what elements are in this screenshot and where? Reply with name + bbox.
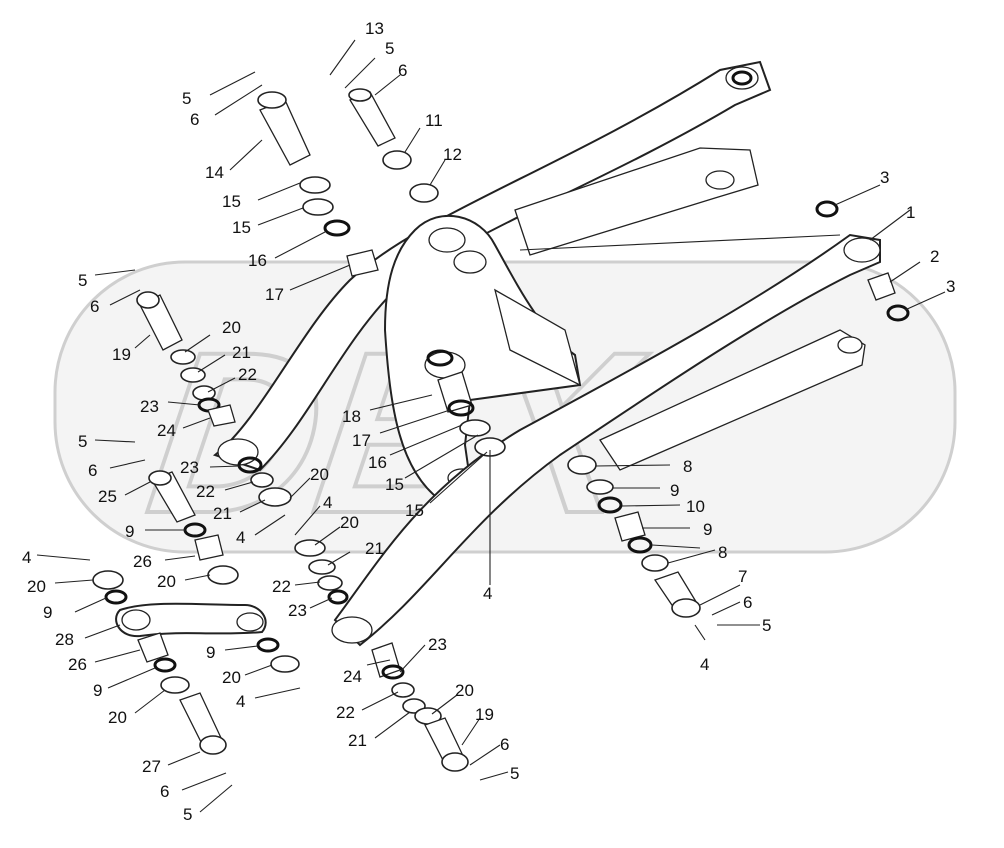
callout-label: 24 xyxy=(343,667,362,686)
callout-label: 21 xyxy=(213,504,232,523)
callout-label: 20 xyxy=(455,681,474,700)
callout-label: 8 xyxy=(683,457,692,476)
callout-label: 3 xyxy=(880,168,889,187)
exploded-parts xyxy=(92,88,910,772)
callout-label: 20 xyxy=(310,465,329,484)
callout-label: 5 xyxy=(78,432,87,451)
callout-label: 16 xyxy=(248,251,267,270)
callout-label: 6 xyxy=(743,593,752,612)
callout-label: 24 xyxy=(157,421,176,440)
callout-label: 25 xyxy=(98,487,117,506)
callout-label: 6 xyxy=(398,61,407,80)
callout-label: 28 xyxy=(55,630,74,649)
callout-label: 9 xyxy=(93,681,102,700)
callout-label: 23 xyxy=(140,397,159,416)
callout-label: 18 xyxy=(342,407,361,426)
callout-label: 15 xyxy=(405,501,424,520)
callout-label: 20 xyxy=(222,668,241,687)
callout-label: 6 xyxy=(500,735,509,754)
callout-label: 5 xyxy=(183,805,192,824)
callout-label: 5 xyxy=(762,616,771,635)
callout-label: 4 xyxy=(22,548,31,567)
callout-label: 2 xyxy=(930,247,939,266)
callout-label: 11 xyxy=(425,111,443,130)
bell-crank xyxy=(383,214,582,502)
callout-label: 20 xyxy=(108,708,127,727)
callout-label: 6 xyxy=(160,782,169,801)
callout-label: 21 xyxy=(232,343,251,362)
callout-label: 22 xyxy=(196,482,215,501)
callout-label: 15 xyxy=(222,192,241,211)
callout-label: 20 xyxy=(340,513,359,532)
callout-label: 4 xyxy=(236,528,245,547)
callout-label: 14 xyxy=(205,163,224,182)
callout-label: 12 xyxy=(443,145,462,164)
cylinder-top xyxy=(514,147,841,256)
callout-label: 23 xyxy=(288,601,307,620)
callout-label: 22 xyxy=(272,577,291,596)
callout-label: 1 xyxy=(906,203,915,222)
callout-label: 17 xyxy=(265,285,284,304)
callout-label: 20 xyxy=(157,572,176,591)
callout-label: 21 xyxy=(365,539,384,558)
callout-label: 23 xyxy=(428,635,447,654)
callout-label: 6 xyxy=(190,110,199,129)
callout-label: 4 xyxy=(323,493,332,512)
callout-label: 6 xyxy=(90,297,99,316)
callout-label: 8 xyxy=(718,543,727,562)
lower-link xyxy=(115,602,267,638)
callout-label: 4 xyxy=(700,655,709,674)
callout-label: 13 xyxy=(365,19,384,38)
callout-label: 22 xyxy=(336,703,355,722)
callout-label: 9 xyxy=(125,522,134,541)
callouts: 5 6 13 5 6 11 12 14 15 15 16 17 3 1 2 3 … xyxy=(22,19,955,824)
callout-label: 19 xyxy=(475,705,494,724)
callout-label: 10 xyxy=(686,497,705,516)
callout-label: 5 xyxy=(78,271,87,290)
callout-label: 6 xyxy=(88,461,97,480)
callout-label: 26 xyxy=(133,552,152,571)
callout-label: 21 xyxy=(348,731,367,750)
callout-label: 20 xyxy=(27,577,46,596)
callout-label: 15 xyxy=(385,475,404,494)
callout-label: 4 xyxy=(236,692,245,711)
callout-label: 3 xyxy=(946,277,955,296)
callout-label: 17 xyxy=(352,431,371,450)
cylinder-lower xyxy=(599,329,866,471)
callout-label: 16 xyxy=(368,453,387,472)
callout-label: 20 xyxy=(222,318,241,337)
callout-label: 7 xyxy=(738,567,747,586)
callout-label: 9 xyxy=(43,603,52,622)
callout-label: 23 xyxy=(180,458,199,477)
callout-label: 19 xyxy=(112,345,131,364)
callout-label: 5 xyxy=(182,89,191,108)
callout-label: 22 xyxy=(238,365,257,384)
callout-label: 9 xyxy=(703,520,712,539)
callout-label: 9 xyxy=(206,643,215,662)
leader-lines xyxy=(36,39,946,813)
callout-label: 27 xyxy=(142,757,161,776)
callout-label: 15 xyxy=(232,218,251,237)
boom-arm-right xyxy=(331,233,881,647)
callout-label: 4 xyxy=(483,584,492,603)
callout-label: 5 xyxy=(510,764,519,783)
callout-label: 5 xyxy=(385,39,394,58)
callout-label: 26 xyxy=(68,655,87,674)
callout-label: 9 xyxy=(670,481,679,500)
